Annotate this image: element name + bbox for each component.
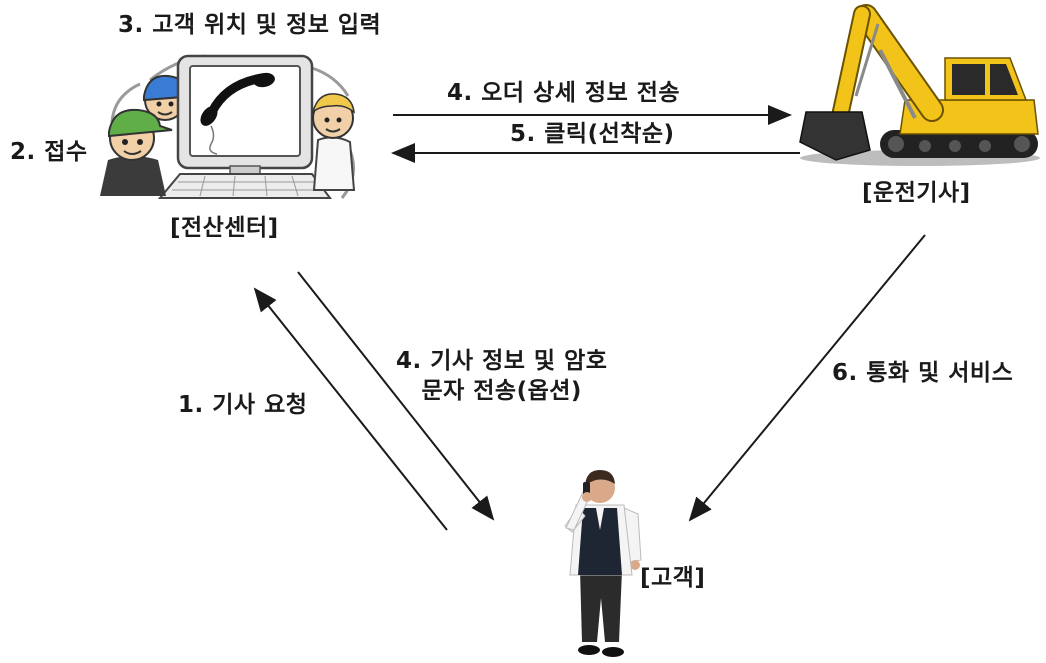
motion-line [110, 82, 141, 123]
step4-order-label: 4. 오더 상세 정보 전송 [447, 80, 681, 106]
customer-label: [고객] [640, 565, 706, 591]
telephone-icon [200, 72, 275, 155]
step4-driver-info-line2: 문자 전송(옵션) [421, 378, 582, 404]
operator-green-cap-icon [100, 108, 173, 196]
motion-line [311, 66, 350, 97]
arrow-driver-request [253, 287, 448, 531]
driver-label: [운전기사] [862, 180, 971, 206]
step6-label: 6. 통화 및 서비스 [832, 360, 1014, 386]
excavator-icon [799, 4, 1040, 166]
step2-label: 2. 접수 [10, 139, 88, 165]
computer-monitor-icon [176, 54, 314, 175]
operator-yellow-hair-icon [311, 93, 356, 191]
arrow-call-service [688, 234, 926, 522]
call-center-label: [전산센터] [170, 215, 279, 241]
step4-driver-info-label: 4. 기사 정보 및 암호 문자 전송(옵션) [396, 346, 607, 406]
step4-driver-info-line1: 4. 기사 정보 및 암호 [396, 348, 608, 374]
step3-label: 3. 고객 위치 및 정보 입력 [118, 12, 382, 38]
step5-label: 5. 클릭(선착순) [510, 121, 675, 147]
call-center-illustration [100, 54, 356, 199]
arrow-driver-info-sms [297, 271, 495, 521]
person-on-phone-icon [564, 470, 642, 657]
keyboard-icon [157, 173, 332, 199]
step1-label: 1. 기사 요청 [178, 392, 308, 418]
